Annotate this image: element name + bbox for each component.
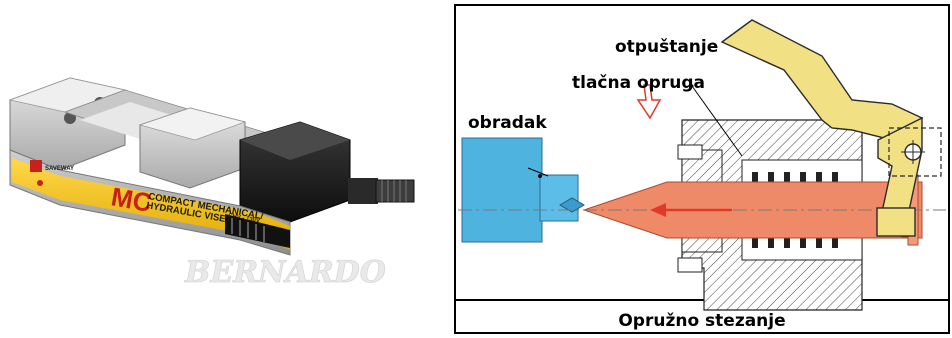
vise-brand-logo: SAVEWAY	[45, 166, 74, 172]
direction-arrow	[650, 203, 732, 217]
diagram-caption: Opružno stezanje	[618, 311, 785, 331]
workpiece	[461, 137, 543, 243]
label-compression-spring: tlačna opruga	[572, 73, 705, 93]
vise-model-code: CHV - 130V	[228, 213, 261, 224]
vise-model-mark: MC	[109, 181, 154, 218]
label-workpiece: obradak	[468, 113, 547, 133]
spring-clamping-diagram: otpuštanje tlačna opruga obradak Opružno…	[454, 4, 950, 334]
release-arrow	[636, 84, 662, 120]
vise-photo: SAVEWAY MC COMPACT MECHANICAL/ HYDRAULIC…	[8, 77, 415, 290]
compression-spring	[752, 172, 838, 248]
watermark-text: BERNARDO	[184, 255, 386, 290]
label-release: otpuštanje	[615, 37, 718, 57]
